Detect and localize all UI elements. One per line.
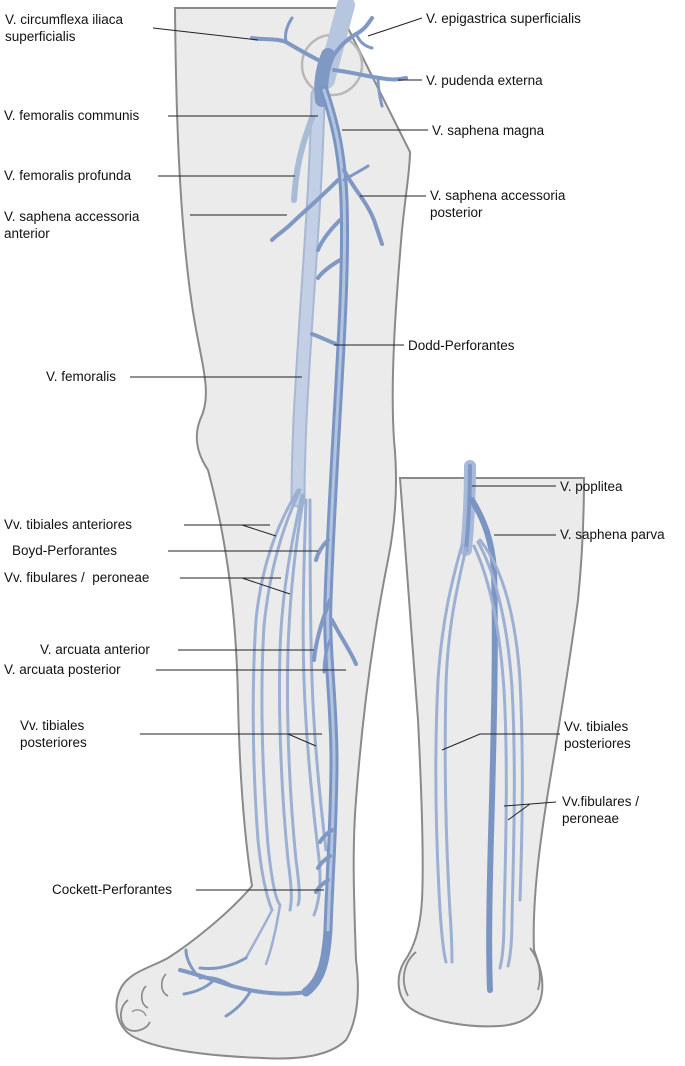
label-femoralis: V. femoralis: [46, 369, 117, 384]
fibular-vein: [277, 493, 304, 912]
heel-outline: [529, 947, 541, 991]
label-saphena-acc-ant: V. saphena accessoria anterior: [4, 209, 140, 241]
external-pudendal-branch: [376, 76, 384, 108]
cockett-perforator: [316, 854, 332, 870]
popliteal-vein-core: [464, 464, 472, 552]
perforator-connection: [316, 258, 342, 280]
leader-tibiales-post-left-2: [287, 733, 317, 747]
label-saphena-magna: V. saphena magna: [432, 123, 545, 138]
arch-branch: [322, 638, 332, 674]
foot-deep-vein: [244, 908, 274, 960]
label-pudenda: V. pudenda externa: [426, 73, 543, 88]
fibular-vein: [476, 540, 516, 968]
cockett-perforator: [314, 878, 330, 894]
posterior-accessory-saphenous: [342, 168, 384, 246]
toe-outline: [120, 999, 151, 1032]
label-boyd: Boyd-Perforantes: [12, 543, 118, 558]
small-saphenous-vein: [469, 497, 498, 993]
dorsal-foot-vein: [184, 948, 198, 976]
dorsal-foot-vein: [224, 990, 252, 1018]
label-circumflexa: V. circumflexa iliaca superficialis: [5, 12, 124, 44]
cockett-perforator: [318, 828, 334, 844]
leader-fibulares-right-2: [507, 803, 531, 821]
anterior-arch-vein: [312, 598, 332, 662]
deep-veins-anterior: [244, 87, 328, 966]
anterior-tibial-vein: [260, 488, 302, 907]
anterior-tibial-vein: [251, 488, 300, 912]
label-femoralis-communis: V. femoralis communis: [4, 108, 140, 123]
circumflex-iliac-branch: [284, 16, 294, 44]
dorsal-foot-vein: [182, 978, 216, 996]
toenail: [131, 1009, 147, 1017]
toe-outline: [160, 973, 169, 997]
label-arcuata-post: V. arcuata posterior: [4, 662, 121, 677]
label-tibiales-ant: Vv. tibiales anteriores: [4, 517, 133, 532]
dorsal-foot-vein: [198, 976, 234, 988]
posterior-tibial-vein: [443, 546, 468, 964]
deep-femoral-vein: [291, 115, 315, 203]
fibular-vein: [472, 544, 508, 970]
dodd-perforator: [310, 332, 338, 346]
great-saphenous-vein-highlight: [322, 88, 347, 932]
label-saphena-parva: V. saphena parva: [560, 527, 665, 542]
veins-posterior: [434, 460, 524, 993]
label-arcuata-ant: V. arcuata anterior: [40, 642, 150, 657]
posterior-tibial-vein: [434, 543, 464, 964]
leader-lines: [130, 17, 560, 891]
posterior-arch-vein: [330, 618, 358, 666]
leader-epigastrica: [367, 17, 423, 37]
label-cockett: Cockett-Perforantes: [52, 882, 173, 897]
label-saphena-acc-post: V. saphena accessoria posterior: [430, 188, 566, 220]
superficial-veins-anterior: [178, 0, 408, 1018]
anterior-accessory-saphenous: [270, 178, 340, 242]
leader-circumflexa: [152, 27, 259, 41]
leader-tibiales-post-right: [441, 733, 560, 751]
femoral-vein-deep-outline: [292, 89, 324, 506]
posterior-accessory-branch: [342, 164, 370, 182]
fibular-vein: [285, 493, 306, 907]
label-fibulares-left: Vv. fibulares / peroneae: [4, 570, 150, 585]
perforator-connection: [316, 218, 342, 252]
boyd-perforator: [314, 538, 330, 562]
foot-deep-vein: [264, 903, 282, 966]
epigastric-branch: [354, 32, 374, 50]
label-femoralis-profunda: V. femoralis profunda: [4, 168, 132, 183]
label-tibiales-post-left: Vv. tibiales posteriores: [20, 718, 87, 750]
marginal-vein: [198, 956, 248, 970]
label-poplitea: V. poplitea: [560, 479, 623, 494]
fibular-vein: [478, 538, 524, 902]
label-fibulares-right: Vv.fibulares / peroneae: [562, 794, 640, 826]
posterior-tibial-vein: [308, 498, 328, 852]
leader-fibulares-2: [241, 577, 291, 595]
external-pudendal-vein: [332, 68, 408, 82]
label-dodd: Dodd-Perforantes: [408, 338, 515, 353]
posterior-tibial-vein: [301, 498, 322, 917]
label-epigastrica: V. epigastrica superficialis: [426, 11, 581, 26]
toe-outline: [140, 985, 149, 1009]
heel-outline: [402, 951, 417, 997]
label-tibiales-post-right: Vv. tibiales posteriores: [564, 719, 631, 751]
leader-tibiales-ant-2: [241, 524, 277, 537]
